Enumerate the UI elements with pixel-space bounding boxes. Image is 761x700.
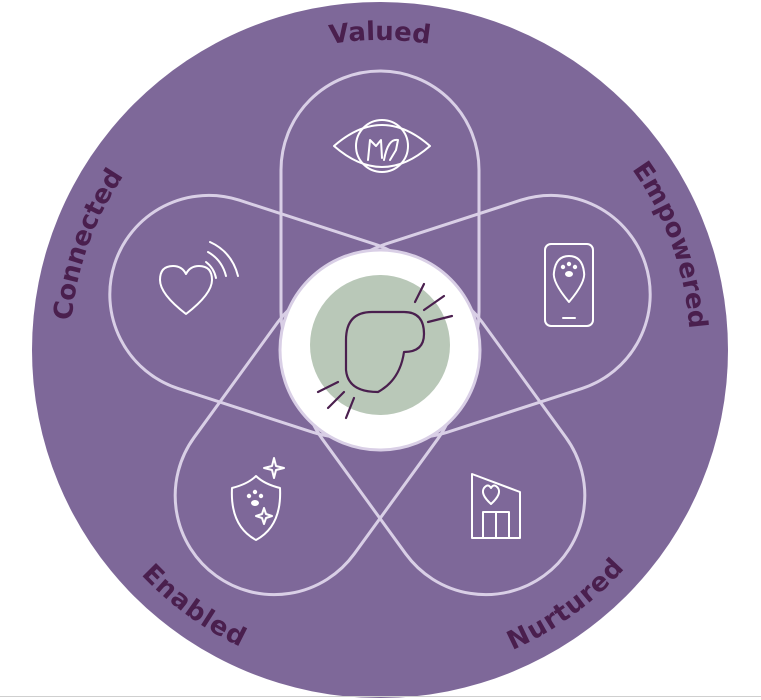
center-badge xyxy=(278,248,482,452)
bottom-divider xyxy=(0,696,761,697)
svg-text:Valued: Valued xyxy=(327,17,432,51)
label-valued: Valued xyxy=(327,17,432,51)
heart-signal-icon xyxy=(159,241,239,315)
phone-location-paw-icon xyxy=(544,243,594,327)
shield-paw-sparkle-icon xyxy=(230,457,285,541)
eye-with-pets-icon xyxy=(333,119,431,173)
heart-burst-icon xyxy=(316,282,454,420)
house-heart-icon xyxy=(471,473,521,539)
center-disc xyxy=(310,275,450,415)
